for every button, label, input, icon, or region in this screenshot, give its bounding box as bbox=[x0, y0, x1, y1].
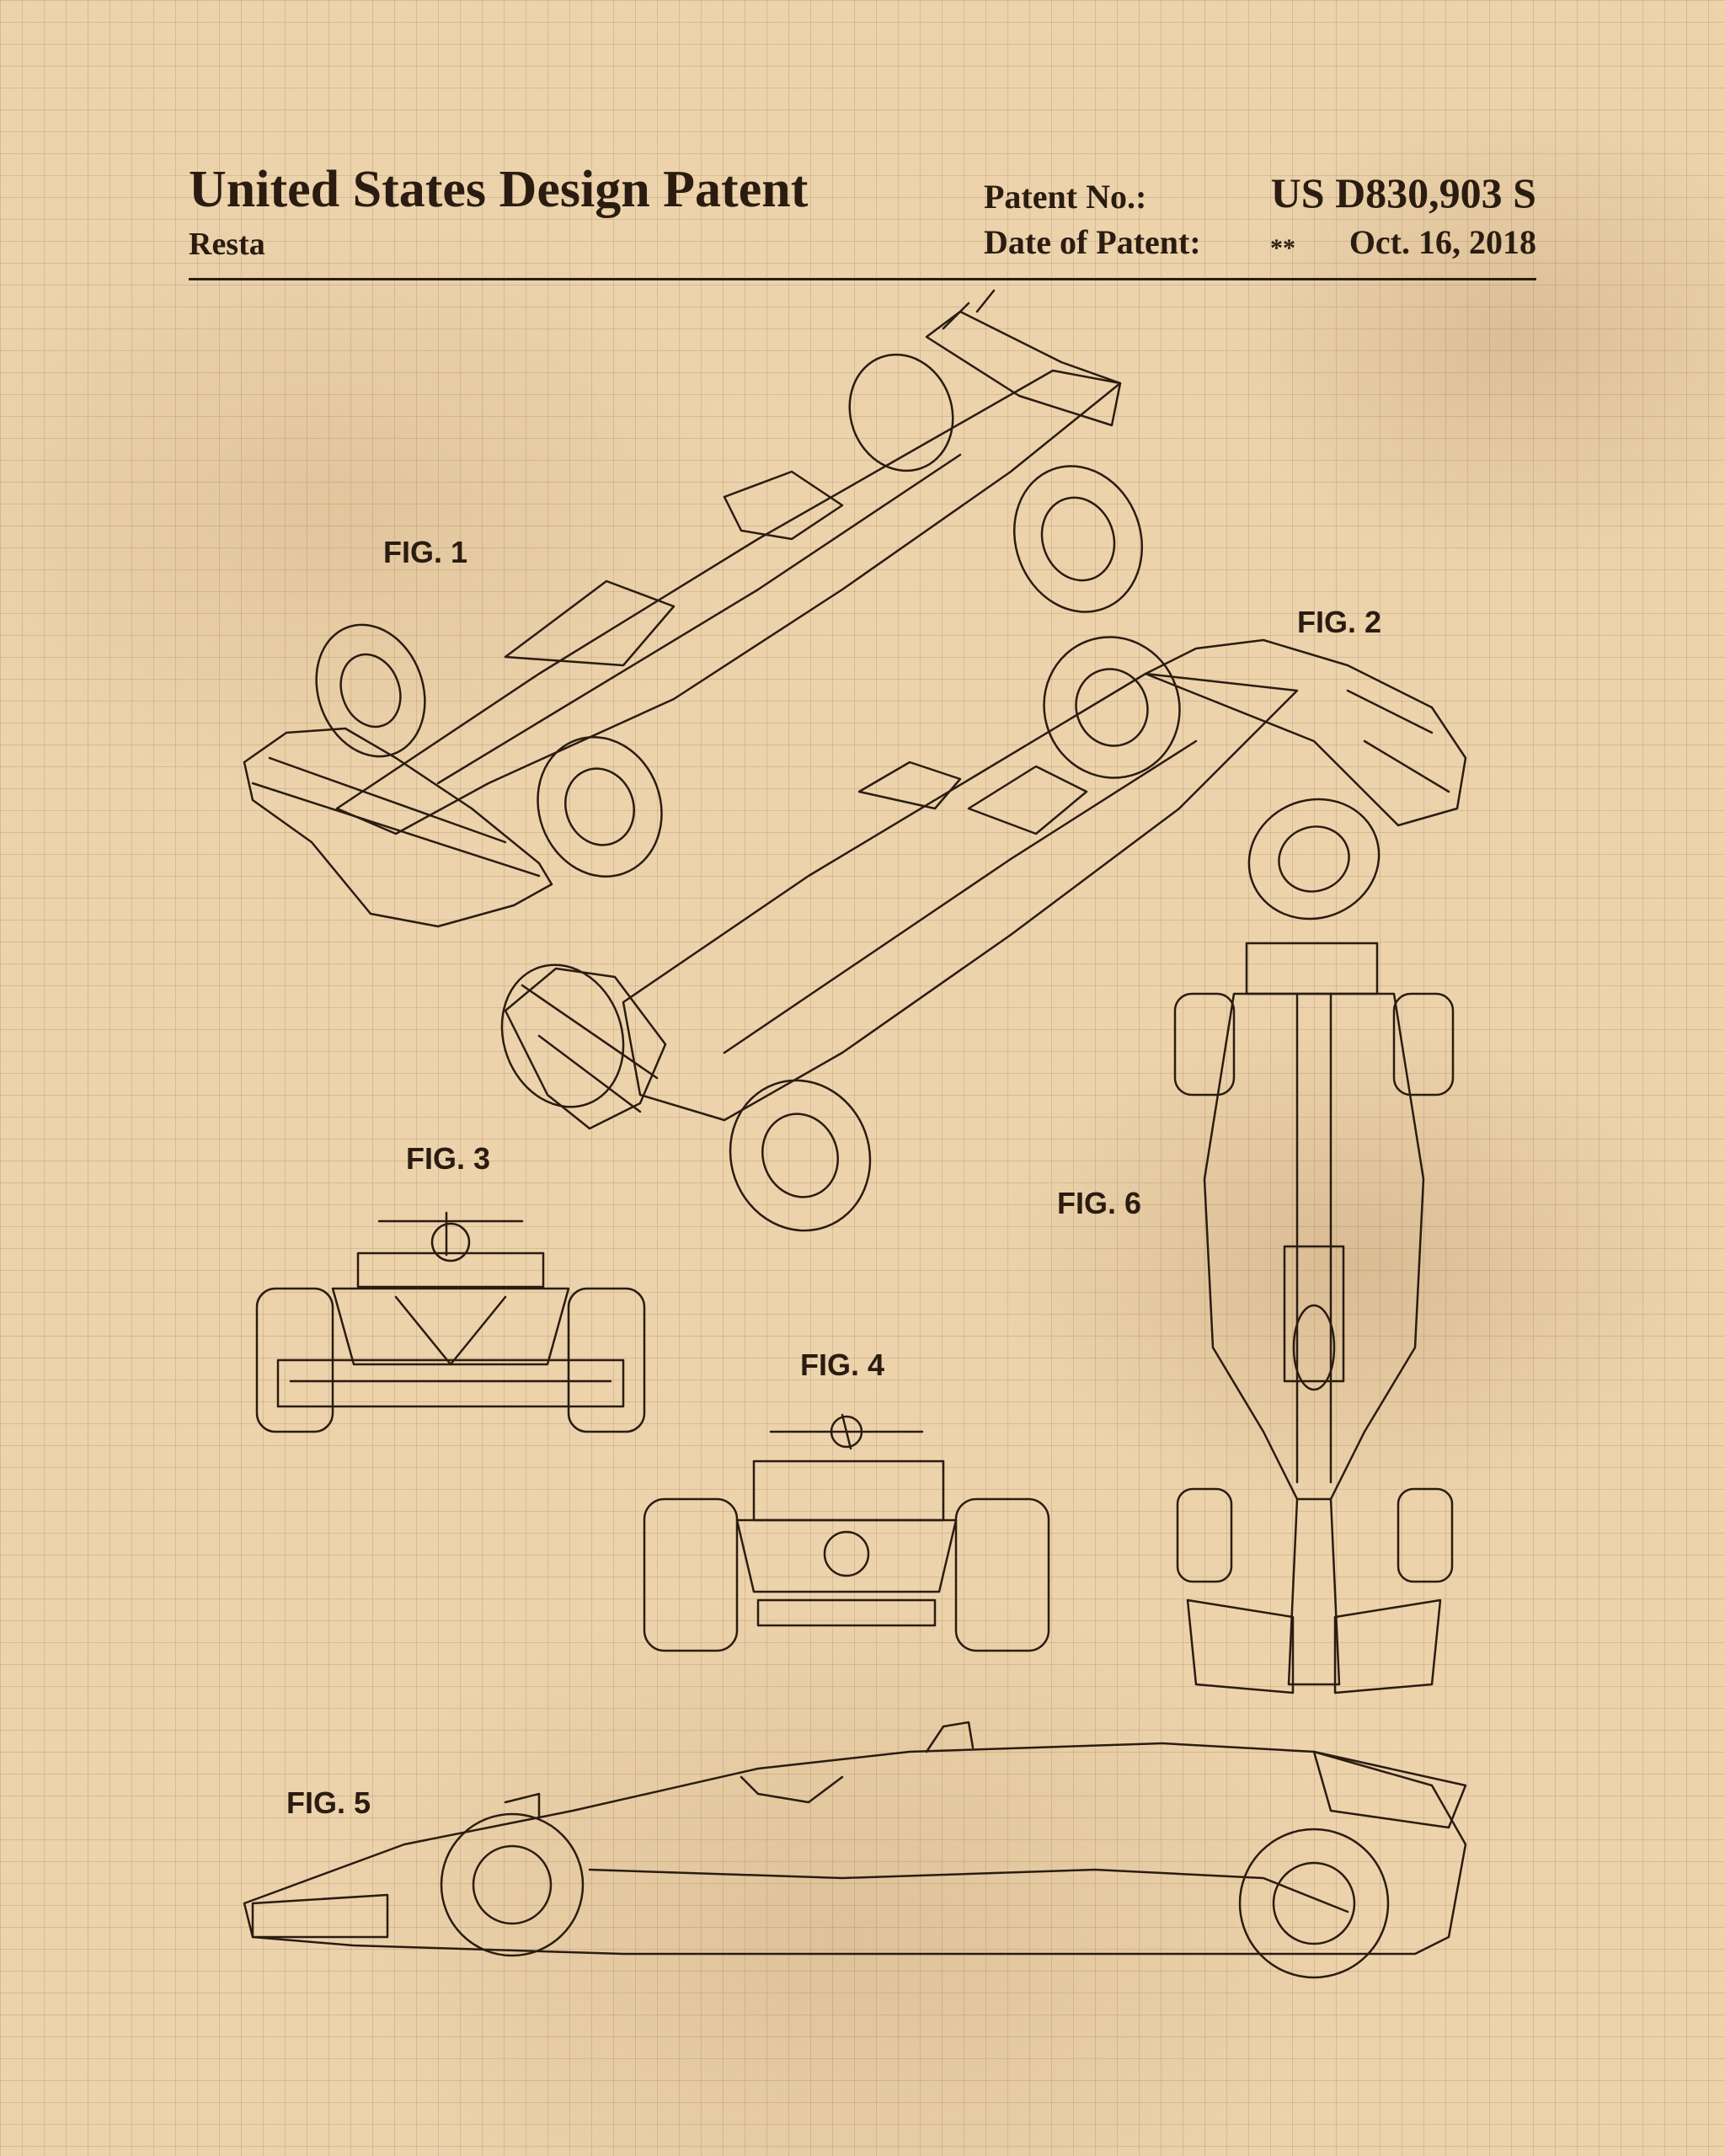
patent-number: US D830,903 S bbox=[1270, 169, 1536, 216]
fig4-label: FIG. 4 bbox=[800, 1348, 885, 1382]
patent-date: Oct. 16, 2018 bbox=[1348, 223, 1536, 261]
fig1-car-drawing bbox=[243, 289, 1144, 928]
fig4-rear-view-drawing bbox=[643, 1413, 1050, 1652]
fig3-label: FIG. 3 bbox=[406, 1141, 491, 1176]
fig5-label: FIG. 5 bbox=[286, 1785, 371, 1820]
patent-number-label: Patent No.: bbox=[984, 178, 1147, 216]
patent-title: United States Design Patent bbox=[189, 161, 809, 218]
fig6-top-view-drawing bbox=[1173, 942, 1455, 1694]
patent-date-marker: ** bbox=[1270, 234, 1295, 262]
patent-date-label: Date of Patent: bbox=[984, 223, 1201, 261]
fig2-car-drawing bbox=[500, 636, 1467, 1232]
fig3-front-view-drawing bbox=[255, 1211, 646, 1433]
fig6-label: FIG. 6 bbox=[1057, 1186, 1142, 1220]
fig5-side-view-drawing bbox=[243, 1721, 1467, 1979]
fig1-label: FIG. 1 bbox=[383, 535, 468, 569]
header-rule bbox=[189, 278, 1536, 280]
inventor-name: Resta bbox=[189, 227, 265, 262]
fig2-label: FIG. 2 bbox=[1297, 605, 1382, 639]
